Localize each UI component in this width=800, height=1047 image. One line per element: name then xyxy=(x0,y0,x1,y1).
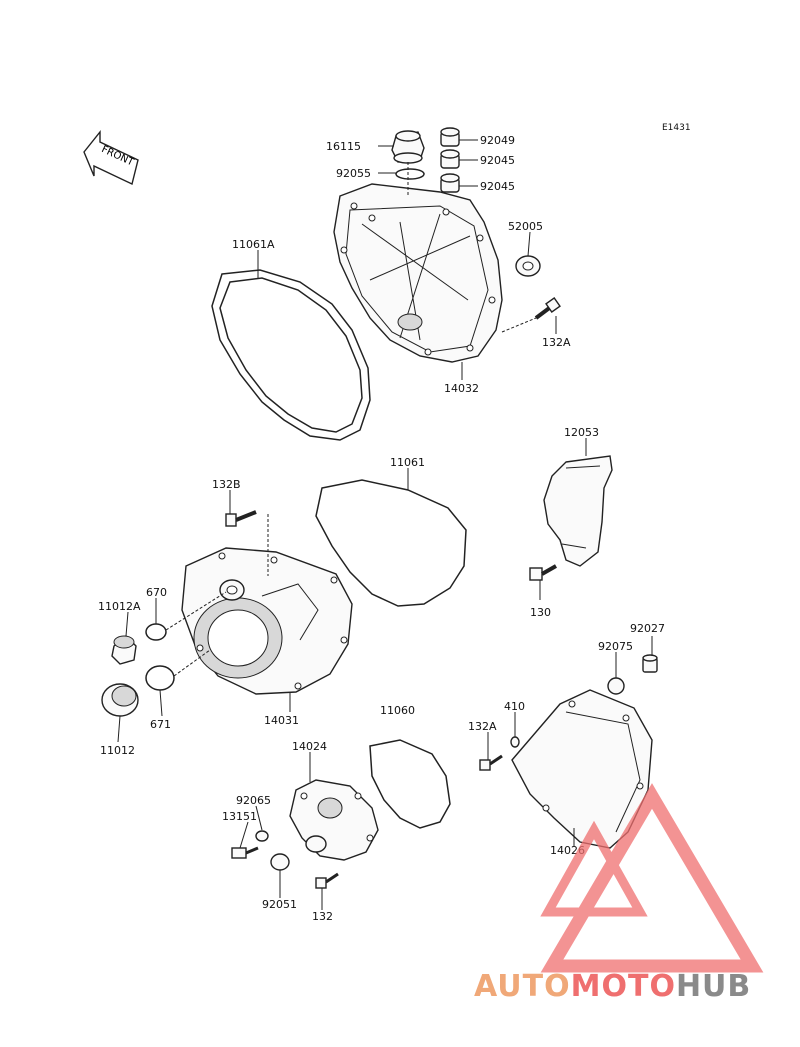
diagram-code: E1431 xyxy=(662,123,691,133)
drain-bolt-13151 xyxy=(231,846,259,859)
label-670: 670 xyxy=(146,586,167,599)
seal-92051 xyxy=(270,853,290,871)
label-132a-top: 132A xyxy=(542,336,571,349)
label-132a-bottom: 132A xyxy=(468,720,497,733)
label-410: 410 xyxy=(504,700,525,713)
collar-92027 xyxy=(642,654,658,673)
label-16115: 16115 xyxy=(326,140,361,153)
bushing-92049 xyxy=(440,127,460,147)
bolt-132a-top xyxy=(534,297,561,320)
label-92027: 92027 xyxy=(630,622,665,635)
o-ring-670 xyxy=(145,623,167,641)
gasket-11061 xyxy=(315,479,467,607)
cap-11012a xyxy=(111,635,137,665)
label-671: 671 xyxy=(150,718,171,731)
oil-seal-52005 xyxy=(515,255,541,277)
watermark-moto: MOTO xyxy=(571,969,676,1004)
chain-guide-12053 xyxy=(543,455,613,567)
gasket-11061a xyxy=(211,269,371,441)
label-14031: 14031 xyxy=(264,714,299,727)
label-52005: 52005 xyxy=(508,220,543,233)
label-92065: 92065 xyxy=(236,794,271,807)
watermark-auto: AUTO xyxy=(474,969,571,1004)
label-92055: 92055 xyxy=(336,167,371,180)
part-labels: 16115 92049 92045 92055 92045 52005 1106… xyxy=(98,134,665,923)
o-ring-671 xyxy=(145,665,175,691)
front-arrow-icon: FRONT xyxy=(83,130,139,185)
label-14032: 14032 xyxy=(444,382,479,395)
label-11012: 11012 xyxy=(100,744,135,757)
label-11012a: 11012A xyxy=(98,600,141,613)
watermark-text: AUTOMOTOHUB xyxy=(474,969,751,1004)
bolt-132a-bottom xyxy=(479,754,503,771)
label-92051: 92051 xyxy=(262,898,297,911)
damper-92075 xyxy=(607,677,625,695)
label-11061: 11061 xyxy=(390,456,425,469)
watermark-triangle-icon xyxy=(540,783,764,973)
label-92075: 92075 xyxy=(598,640,633,653)
label-132: 132 xyxy=(312,910,333,923)
washer-410 xyxy=(510,736,520,748)
watermark-logo: AUTOMOTOHUB xyxy=(474,783,764,1004)
water-pump-cover-14024 xyxy=(289,779,379,861)
label-132b: 132B xyxy=(212,478,241,491)
label-12053: 12053 xyxy=(564,426,599,439)
cap-11012 xyxy=(101,683,139,717)
gasket-11060 xyxy=(369,739,451,829)
bolt-130 xyxy=(529,564,557,581)
label-14024: 14024 xyxy=(292,740,327,753)
label-92045-a: 92045 xyxy=(480,154,515,167)
label-92049: 92049 xyxy=(480,134,515,147)
bushing-92045-b xyxy=(440,173,460,193)
label-11061a: 11061A xyxy=(232,238,275,251)
watermark-hub: HUB xyxy=(676,969,751,1004)
label-92045-b: 92045 xyxy=(480,180,515,193)
clutch-cover-14032 xyxy=(333,183,503,363)
alternator-cover-14031 xyxy=(181,547,353,695)
label-13151: 13151 xyxy=(222,810,257,823)
bolt-132b xyxy=(225,510,257,527)
washer-92065 xyxy=(255,830,269,842)
leader-lines xyxy=(117,139,653,910)
label-11060: 11060 xyxy=(380,704,415,717)
bolt-132 xyxy=(315,872,339,889)
o-ring-92055 xyxy=(395,168,425,180)
label-130: 130 xyxy=(530,606,551,619)
bushing-92045-a xyxy=(440,149,460,169)
oil-filler-cap-16115 xyxy=(391,130,425,164)
